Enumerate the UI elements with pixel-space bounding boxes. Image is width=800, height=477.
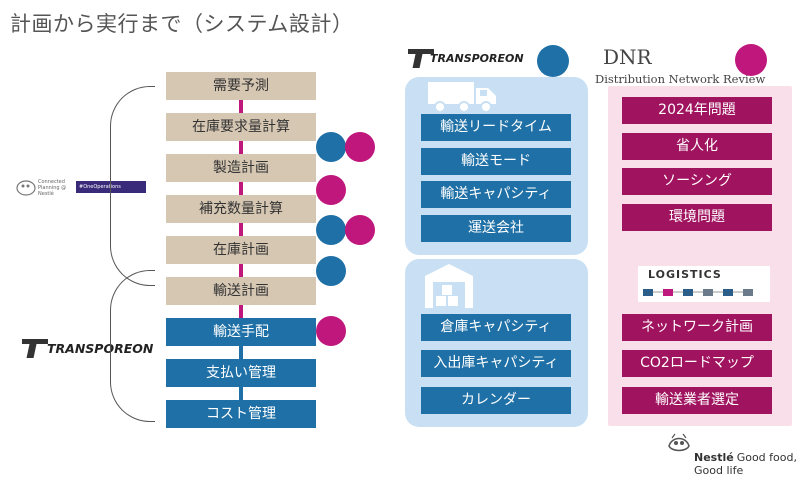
page-title: 計画から実行まで（システム設計） [10,12,354,36]
transporeon-wordmark: TRANSPOREON [430,52,524,65]
item-2024-problem: 2024年問題 [622,97,772,124]
step-transport-plan: 輸送計画 [166,277,316,305]
step-production-plan: 製造計画 [166,154,316,182]
step-payment-management: 支払い管理 [166,359,316,387]
item-labor-saving: 省人化 [622,133,772,160]
item-environment: 環境問題 [622,204,772,231]
logistics-icons [641,285,767,304]
transporeon-t-icon [22,339,48,358]
marker-dot-blue [537,45,569,77]
transporeon-logo-left: TRANSPOREON [22,337,154,359]
item-co2-roadmap: CO2ロードマップ [622,350,772,377]
nestle-logo-icon [666,432,692,460]
item-warehouse-capacity: 倉庫キャパシティ [421,314,571,341]
step-cost-management: コスト管理 [166,400,316,428]
oneoperations-badge: #OneOperations [76,181,146,193]
step-inventory-plan: 在庫計画 [166,236,316,264]
marker-dot-magenta [735,44,767,76]
marker-dot-blue [316,132,346,162]
marker-dot-magenta [316,316,346,346]
item-transport-mode: 輸送モード [421,148,571,175]
step-replenishment-calc: 補充数量計算 [166,195,316,223]
item-carrier-selection: 輸送業者選定 [622,387,772,414]
marker-dot-blue [316,215,346,245]
item-transport-lead-time: 輸送リードタイム [421,114,571,141]
warehouse-icon [425,262,473,312]
nestle-bird-icon [16,178,36,196]
dnr-subtitle: Distribution Network Review [595,72,766,86]
step-transport-arrangement: 輸送手配 [166,318,316,346]
marker-dot-magenta [345,215,375,245]
connected-planning-text: Connected Planning @ Nestlé [38,179,67,197]
transporeon-wordmark: TRANSPOREON [47,341,154,356]
step-demand-forecast: 需要予測 [166,72,316,100]
brace-upper [110,86,155,286]
item-transport-capacity: 輸送キャパシティ [421,181,571,208]
item-carrier: 運送会社 [421,215,571,242]
item-sourcing: ソーシング [622,168,772,195]
marker-dot-blue [316,256,346,286]
transporeon-logo-panel: TRANSPOREON [408,47,528,69]
item-calendar: カレンダー [421,387,571,414]
marker-dot-magenta [316,175,346,205]
logistics-label: LOGISTICS [648,268,722,281]
step-inventory-requirement: 在庫要求量計算 [166,113,316,141]
brace-lower [110,270,155,422]
marker-dot-magenta [345,132,375,162]
dnr-title: DNR [603,45,652,69]
transporeon-t-icon [408,49,434,68]
item-inbound-outbound-capacity: 入出庫キャパシティ [421,350,571,377]
nestle-brand: Nestlé [694,451,734,464]
truck-icon [428,80,500,118]
item-network-planning: ネットワーク計画 [622,314,772,341]
